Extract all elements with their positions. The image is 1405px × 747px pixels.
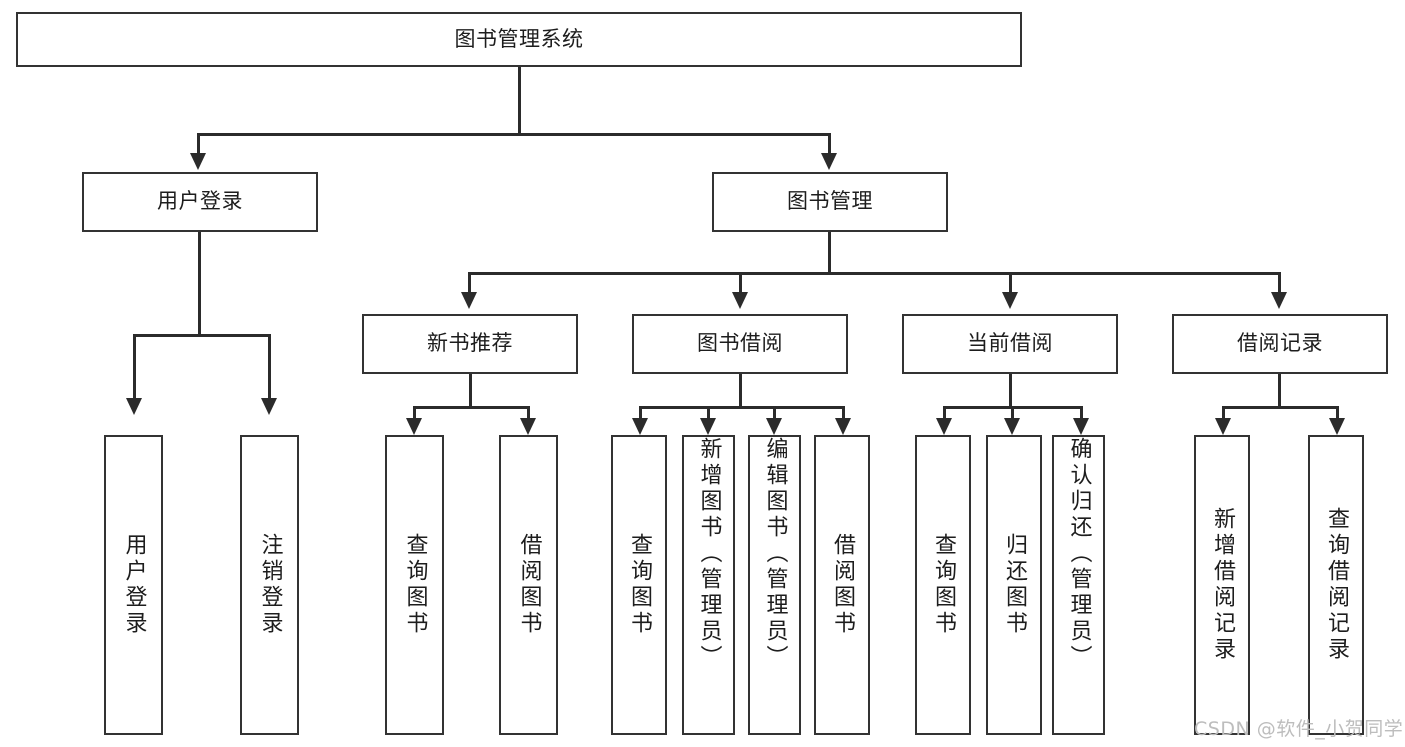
connector-root-to-book-mgmt: [828, 133, 831, 155]
node-label: 图书管理: [787, 189, 873, 214]
node-label: 当前借阅: [967, 331, 1053, 356]
connector-current-borrow-to-leaf-3: [1080, 406, 1083, 420]
leaf-query-borrow-record[interactable]: 查询借阅记录: [1308, 435, 1364, 735]
connector-book-mgmt-to-borrow: [739, 272, 742, 294]
node-label: 查询图书: [930, 533, 956, 637]
node-label: 编辑图书（管理员）: [762, 437, 788, 671]
node-label: 借阅记录: [1237, 331, 1323, 356]
node-label: 查询借阅记录: [1323, 507, 1349, 663]
leaf-query-books-borrow[interactable]: 查询图书: [611, 435, 667, 735]
connector-new-books-to-leaf-1: [413, 406, 416, 420]
arrow-current-borrow-to-leaf-3: [1073, 418, 1089, 435]
leaf-confirm-return-admin[interactable]: 确认归还（管理员）: [1052, 435, 1105, 735]
connector-current-borrow-stem: [1009, 374, 1012, 408]
csdn-watermark: CSDN @软件_小贺同学: [1194, 718, 1404, 740]
connector-root-stem: [518, 67, 521, 133]
leaf-query-books-current[interactable]: 查询图书: [915, 435, 971, 735]
connector-root-to-user-login: [197, 133, 200, 155]
arrow-book-mgmt-to-current: [1002, 292, 1018, 309]
connector-current-borrow-to-leaf-1: [943, 406, 946, 420]
node-label: 借阅图书: [516, 533, 542, 637]
node-book-borrow[interactable]: 图书借阅: [632, 314, 848, 374]
arrow-book-mgmt-to-borrow: [732, 292, 748, 309]
node-label: 新增借阅记录: [1209, 507, 1235, 663]
connector-current-borrow-to-leaf-2: [1011, 406, 1014, 420]
leaf-logout[interactable]: 注销登录: [240, 435, 299, 735]
node-label: 确认归还（管理员）: [1066, 437, 1092, 671]
leaf-user-login[interactable]: 用户登录: [104, 435, 163, 735]
arrow-root-to-user-login: [190, 153, 206, 170]
arrow-user-login-to-leaf-1: [126, 398, 142, 415]
connector-records-bar: [1222, 406, 1339, 409]
arrow-book-borrow-to-leaf-2: [700, 418, 716, 435]
leaf-borrow-books-recommend[interactable]: 借阅图书: [499, 435, 558, 735]
leaf-edit-book-admin[interactable]: 编辑图书（管理员）: [748, 435, 801, 735]
connector-book-borrow-stem: [739, 374, 742, 408]
arrow-records-to-leaf-2: [1329, 418, 1345, 435]
connector-new-books-stem: [469, 374, 472, 408]
node-root-library-system[interactable]: 图书管理系统: [16, 12, 1022, 67]
arrow-current-borrow-to-leaf-2: [1004, 418, 1020, 435]
leaf-add-borrow-record[interactable]: 新增借阅记录: [1194, 435, 1250, 735]
connector-book-borrow-to-leaf-2: [707, 406, 710, 420]
connector-book-mgmt-stem: [828, 232, 831, 274]
arrow-user-login-to-leaf-2: [261, 398, 277, 415]
node-label: 查询图书: [402, 533, 428, 637]
leaf-borrow-book[interactable]: 借阅图书: [814, 435, 870, 735]
node-current-borrow[interactable]: 当前借阅: [902, 314, 1118, 374]
connector-records-stem: [1278, 374, 1281, 408]
node-label: 注销登录: [257, 533, 283, 637]
arrow-book-mgmt-to-records: [1271, 292, 1287, 309]
connector-book-borrow-bar: [639, 406, 845, 409]
node-book-management[interactable]: 图书管理: [712, 172, 948, 232]
node-label: 借阅图书: [829, 533, 855, 637]
connector-book-mgmt-to-new-books: [468, 272, 471, 294]
connector-records-to-leaf-2: [1336, 406, 1339, 420]
arrow-book-mgmt-to-new-books: [461, 292, 477, 309]
arrow-root-to-book-mgmt: [821, 153, 837, 170]
node-label: 用户登录: [121, 533, 147, 637]
connector-book-borrow-to-leaf-3: [773, 406, 776, 420]
connector-root-bar: [197, 133, 831, 136]
arrow-book-borrow-to-leaf-4: [835, 418, 851, 435]
arrow-book-borrow-to-leaf-3: [766, 418, 782, 435]
node-user-login[interactable]: 用户登录: [82, 172, 318, 232]
connector-user-login-bar: [133, 334, 271, 337]
arrow-records-to-leaf-1: [1215, 418, 1231, 435]
connector-book-borrow-to-leaf-1: [639, 406, 642, 420]
connector-user-login-stem: [198, 232, 201, 336]
node-label: 图书借阅: [697, 331, 783, 356]
node-label: 新增图书（管理员）: [696, 437, 722, 671]
connector-records-to-leaf-1: [1222, 406, 1225, 420]
leaf-return-book[interactable]: 归还图书: [986, 435, 1042, 735]
node-label: 归还图书: [1001, 533, 1027, 637]
node-borrow-records[interactable]: 借阅记录: [1172, 314, 1388, 374]
connector-user-login-to-leaf-1: [133, 334, 136, 400]
arrow-new-books-to-leaf-1: [406, 418, 422, 435]
connector-book-mgmt-to-records: [1278, 272, 1281, 294]
connector-new-books-to-leaf-2: [527, 406, 530, 420]
arrow-new-books-to-leaf-2: [520, 418, 536, 435]
connector-new-books-bar: [413, 406, 530, 409]
leaf-add-book-admin[interactable]: 新增图书（管理员）: [682, 435, 735, 735]
node-label: 查询图书: [626, 533, 652, 637]
leaf-query-books-recommend[interactable]: 查询图书: [385, 435, 444, 735]
connector-book-mgmt-bar: [468, 272, 1281, 275]
arrow-book-borrow-to-leaf-1: [632, 418, 648, 435]
node-label: 新书推荐: [427, 331, 513, 356]
arrow-current-borrow-to-leaf-1: [936, 418, 952, 435]
node-label: 图书管理系统: [454, 26, 584, 51]
connector-book-borrow-to-leaf-4: [842, 406, 845, 420]
connector-user-login-to-leaf-2: [268, 334, 271, 400]
connector-book-mgmt-to-current: [1009, 272, 1012, 294]
node-label: 用户登录: [157, 189, 243, 214]
node-new-book-recommend[interactable]: 新书推荐: [362, 314, 578, 374]
